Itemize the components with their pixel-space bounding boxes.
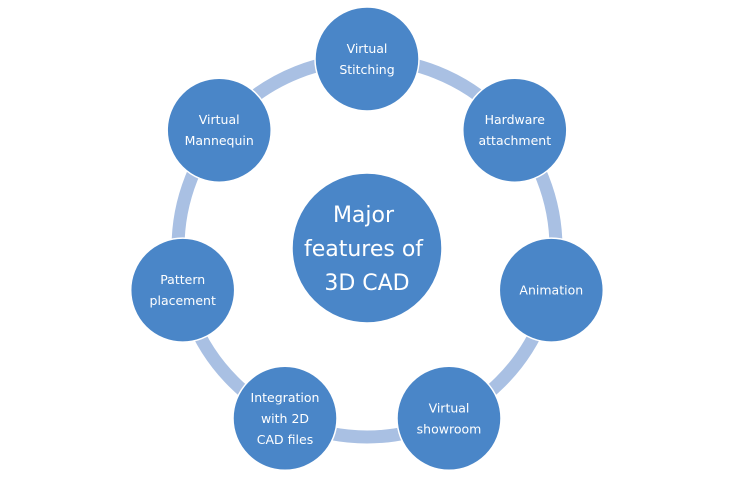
center-label-line: 3D CAD (324, 271, 409, 296)
feature-label-line: showroom (417, 421, 482, 436)
feature-label-line: Animation (519, 283, 583, 298)
feature-label-line: Virtual (429, 400, 470, 415)
feature-label-line: Virtual (199, 112, 240, 127)
feature-label-line: CAD files (257, 432, 313, 447)
center-node-label: Major features of 3D CAD (304, 203, 430, 296)
center-label-line: features of (304, 237, 424, 262)
feature-label-line: placement (150, 293, 216, 308)
feature-node-label: Pattern placement (150, 272, 216, 308)
feature-node-circle (129, 237, 236, 343)
feature-node-circle (462, 77, 568, 183)
feature-node: Virtual showroom (396, 365, 502, 472)
center-node: Major features of 3D CAD (291, 172, 443, 324)
feature-node-circle (314, 6, 420, 112)
feature-node-label: Integration with 2D CAD files (251, 390, 320, 447)
feature-node-label: Animation (519, 283, 583, 298)
feature-label-line: Virtual (347, 41, 388, 56)
center-label-line: Major (333, 203, 395, 228)
feature-node-label: Hardware attachment (478, 112, 551, 148)
feature-label-line: Stitching (339, 62, 394, 77)
feature-node: Animation (498, 237, 605, 343)
feature-node-circle (166, 77, 272, 183)
feature-node-circle (396, 365, 502, 472)
feature-label-line: Pattern (160, 272, 205, 287)
feature-node: Hardware attachment (462, 77, 568, 183)
feature-node: Pattern placement (129, 237, 236, 343)
feature-label-line: Hardware (485, 112, 546, 127)
feature-node: Integration with 2D CAD files (232, 365, 338, 472)
feature-node-circle (498, 237, 605, 343)
center-node-circle (291, 172, 443, 324)
feature-label-line: attachment (478, 133, 551, 148)
feature-label-line: Integration (251, 390, 320, 405)
feature-node-label: Virtual showroom (417, 400, 482, 436)
feature-label-line: with 2D (261, 411, 309, 426)
feature-node-circle (232, 365, 338, 472)
feature-label-line: Mannequin (185, 133, 254, 148)
